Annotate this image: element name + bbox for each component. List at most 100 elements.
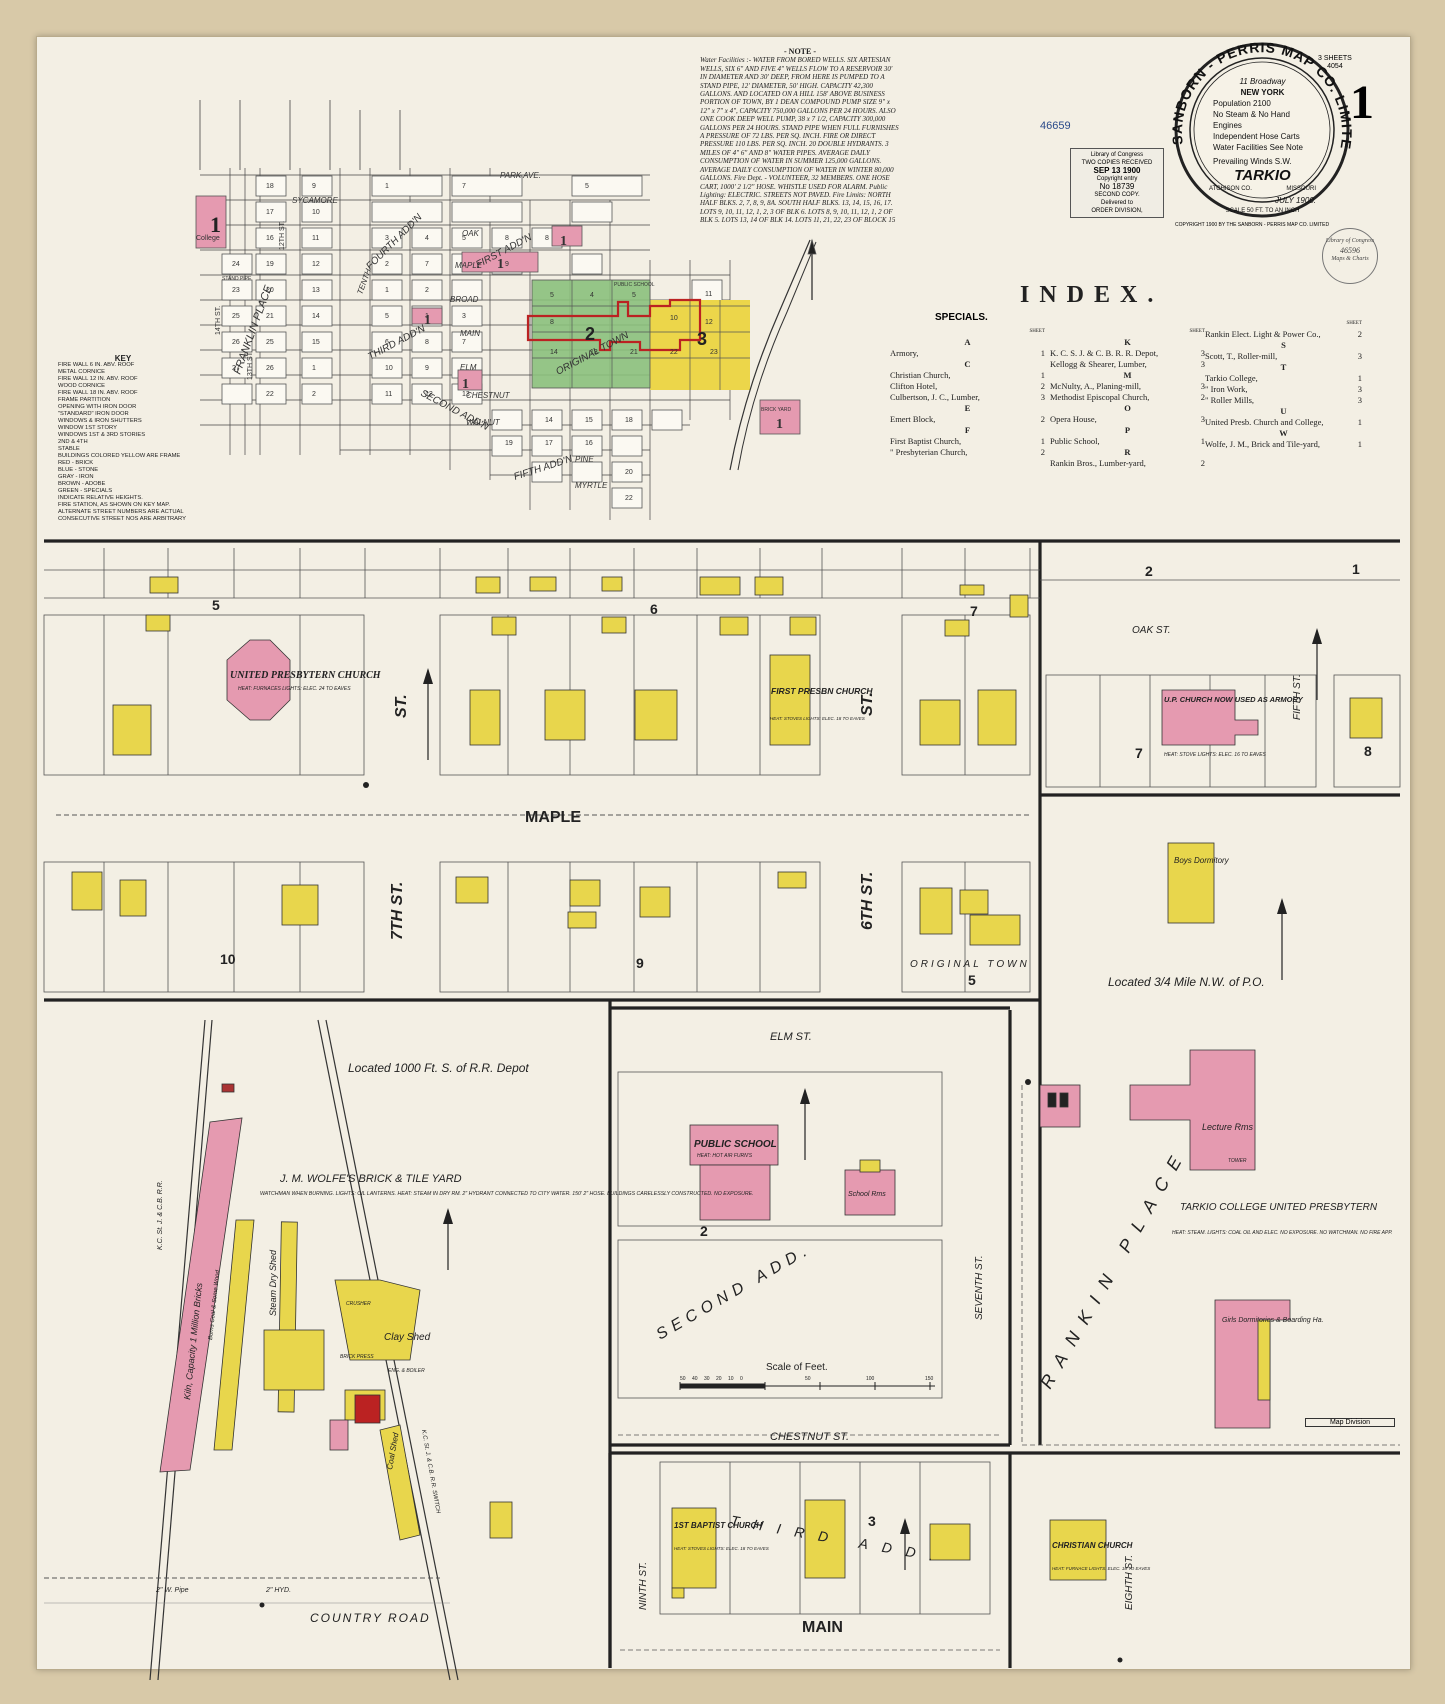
svg-text:10: 10	[385, 365, 393, 372]
legend-line: BUILDINGS COLORED YELLOW ARE FRAME	[58, 453, 181, 459]
svg-text:24: 24	[232, 261, 240, 268]
index-entry: Rankin Bros., Lumber-yard,2	[1050, 458, 1205, 469]
svg-text:11: 11	[385, 391, 392, 398]
svg-text:SANBORN - PERRIS MAP CO. LIMIT: SANBORN - PERRIS MAP CO. LIMITED	[0, 0, 1355, 151]
index-entry-name: Clifton Hotel,	[890, 381, 938, 391]
walnut-label: WALNUT	[466, 418, 501, 427]
index-entry-name: " Iron Work,	[1205, 384, 1248, 394]
index-entry-sheet: 3	[1200, 414, 1205, 424]
index-entry: Tarkio College,1	[1205, 373, 1362, 384]
svg-text:10: 10	[670, 315, 678, 322]
state-text: MISSOURI	[1286, 186, 1316, 192]
index-entry-sheet: 1	[1200, 436, 1205, 446]
svg-text:22: 22	[670, 349, 678, 356]
svg-text:4: 4	[590, 292, 594, 299]
legend-line: OPENING WITH IRON DOOR	[58, 404, 137, 410]
svg-text:14: 14	[312, 313, 320, 320]
index-letter: C	[964, 359, 971, 369]
legend-line: 2ND & 4TH	[58, 439, 88, 445]
legend-line: WINDOW 1ST STORY	[58, 425, 117, 431]
svg-text:4: 4	[425, 235, 429, 242]
index-entry: McNulty, A., Planing-mill,3	[1050, 381, 1205, 392]
svg-text:9: 9	[312, 183, 316, 190]
svg-text:1: 1	[312, 365, 316, 372]
index-entry: Clifton Hotel,2	[890, 381, 1045, 392]
svg-text:9: 9	[505, 261, 509, 268]
legend-line: WINDOWS 1ST & 3RD STORIES	[58, 432, 146, 438]
svg-text:12: 12	[425, 391, 433, 398]
index-entry-sheet: 3	[1040, 392, 1045, 402]
legend-line: FIRE WALL 12 IN. ABV. ROOF	[58, 376, 138, 382]
14th-st-label: 14TH ST.	[215, 306, 222, 335]
svg-text:12: 12	[705, 319, 713, 326]
svg-text:7: 7	[425, 261, 429, 268]
svg-text:11: 11	[312, 235, 319, 242]
index-entry-name: Rankin Elect. Light & Power Co.,	[1205, 329, 1321, 339]
index-entry-sheet: 2	[1040, 447, 1045, 457]
index-entry: " Roller Mills, 3	[1205, 395, 1362, 406]
index-entry-name: Methodist Episcopal Church,	[1050, 392, 1150, 402]
index-entry-sheet: 1	[1357, 417, 1362, 427]
index-entry: Emert Block, 2	[890, 414, 1045, 425]
legend-line: GREEN - SPECIALS	[58, 488, 113, 494]
publisher-address: 11 Broadway	[1239, 77, 1286, 86]
note-body: Water Facilities :- WATER FROM BORED WEL…	[700, 56, 899, 225]
sheet-2-label: 2	[585, 324, 595, 344]
winds-text: Prevailing Winds S.W.	[1213, 157, 1292, 166]
legend-line: METAL CORNICE	[58, 369, 106, 375]
specials-label: SPECIALS.	[935, 312, 988, 323]
svg-text:8: 8	[505, 235, 509, 242]
index-entry-sheet: 3	[1200, 348, 1205, 358]
index-entry-name: Culbertson, J. C., Lumber,	[890, 392, 980, 402]
copyright-text: COPYRIGHT 1900 BY THE SANBORN - PERRIS M…	[1175, 222, 1330, 228]
index-entry-name: Public School,	[1050, 436, 1100, 446]
index-entry: United Presb. Church and College,1	[1205, 417, 1362, 428]
index-entry-name: Emert Block,	[890, 414, 936, 424]
index-entry: Methodist Episcopal Church,2	[1050, 392, 1205, 403]
svg-text:3: 3	[385, 235, 389, 242]
chestnut-label: CHESTNUT	[466, 391, 511, 400]
stamp-date: SEP 13 1900	[1093, 166, 1141, 175]
legend-line: FRAME PARTITION	[58, 397, 111, 403]
engines-text: No Steam & No Hand Engines	[1213, 110, 1290, 130]
index-letter: M	[1123, 370, 1132, 380]
legend-line: RED - BRICK	[58, 460, 94, 466]
svg-text:20: 20	[625, 469, 633, 476]
sheet-number: 1	[1350, 76, 1374, 129]
oak-label: OAK	[462, 229, 480, 238]
index-letter: W	[1279, 428, 1288, 438]
index-entry-name: Armory,	[890, 348, 919, 358]
svg-text:19: 19	[266, 261, 274, 268]
svg-text:5: 5	[550, 292, 554, 299]
library-seal-line: Library of Congress	[1325, 238, 1375, 244]
index-entry-sheet: 1	[1040, 370, 1045, 380]
svg-text:22: 22	[266, 391, 274, 398]
index-entry-sheet: 1	[1040, 348, 1045, 358]
index-entry-sheet: 2	[1040, 414, 1045, 424]
legend-line: BLUE - STONE	[58, 467, 99, 473]
park-ave-label: PARK AVE.	[500, 171, 541, 180]
maple-label: MAPLE	[455, 261, 483, 270]
legend-line: FIRE WALL 6 IN. ABV. ROOF	[58, 362, 135, 368]
index-entry-sheet: 1	[1040, 436, 1045, 446]
elm-label: ELM	[460, 363, 477, 372]
legend-line: FIRE WALL 18 IN. ABV. ROOF	[58, 390, 138, 396]
index-entry: K. C. S. J. & C. B. R. R. Depot,3	[1050, 348, 1205, 359]
index-entry-name: Opera House,	[1050, 414, 1097, 424]
index-letter: O	[1124, 403, 1131, 413]
svg-text:14: 14	[545, 417, 553, 424]
index-letter: T	[1280, 362, 1287, 372]
library-seal: Library of Congress 46596 Maps & Charts	[1322, 228, 1378, 284]
index-entry-name: " Roller Mills,	[1205, 395, 1255, 405]
svg-text:27: 27	[232, 365, 240, 372]
index-sheet-header: SHEET	[1346, 321, 1362, 326]
index-entry-sheet: 1	[1357, 373, 1362, 383]
svg-text:5: 5	[462, 235, 466, 242]
svg-text:9: 9	[425, 365, 429, 372]
map-division-text: Map Division	[1329, 1419, 1371, 1426]
public-school-label: PUBLIC SCHOOL	[614, 282, 655, 288]
svg-text:13: 13	[312, 287, 320, 294]
index-entry-sheet: 3	[1357, 395, 1362, 405]
